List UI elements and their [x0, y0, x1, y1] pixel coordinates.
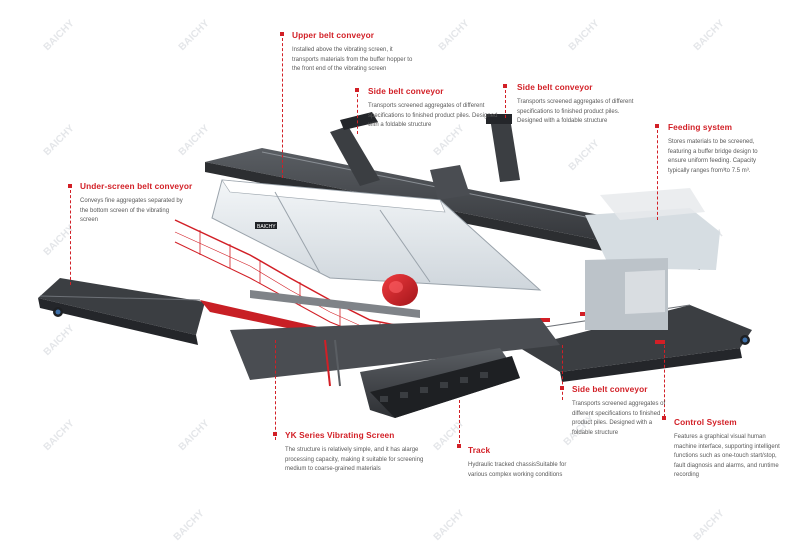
- callout-title: Feeding system: [668, 122, 733, 132]
- callout-title: Side belt conveyor: [517, 82, 593, 92]
- marker-side-belt-3: [560, 386, 564, 390]
- under-screen-conveyor: [38, 278, 205, 345]
- marker-under-screen: [68, 184, 72, 188]
- leader-control: [664, 345, 665, 417]
- leader-side-belt-1: [357, 94, 358, 134]
- callout-control-system: Control System Features a graphical visu…: [674, 417, 786, 481]
- leader-upper-belt: [282, 38, 283, 178]
- callout-description: Installed above the vibrating screen, it…: [292, 47, 413, 73]
- leader-feeding: [657, 130, 658, 220]
- callout-description: Conveys fine aggregates separated by the…: [80, 198, 183, 224]
- track-chassis: [230, 318, 560, 418]
- callout-description: Transports screened aggregates of differ…: [572, 401, 666, 436]
- callout-description: Hydraulic tracked chassisSuitable for va…: [468, 462, 567, 478]
- callout-title: Control System: [674, 417, 737, 427]
- callout-title: Side belt conveyor: [368, 86, 444, 96]
- leader-under-screen: [70, 190, 71, 285]
- marker-track: [457, 444, 461, 448]
- callout-title: YK Series Vibrating Screen: [285, 430, 395, 440]
- side-belt-conveyor-upper: [330, 112, 520, 200]
- feeding-hopper: [585, 188, 720, 330]
- callout-under-screen: Under-screen belt conveyor Conveys fine …: [80, 181, 193, 226]
- callout-side-belt-1: Side belt conveyor Transports screened a…: [368, 86, 506, 131]
- callout-feeding-system: Feeding system Stores materials to be sc…: [668, 122, 772, 176]
- callout-upper-belt: Upper belt conveyor Installed above the …: [292, 30, 414, 75]
- marker-vibrating-screen: [273, 432, 277, 436]
- marker-side-belt-2: [503, 84, 507, 88]
- callout-title: Under-screen belt conveyor: [80, 181, 193, 191]
- machine-brand-plate: BAICHY: [257, 224, 276, 230]
- leader-vibrating-screen: [275, 340, 276, 440]
- callout-side-belt-3: Side belt conveyor Transports screened a…: [572, 384, 668, 438]
- leader-side-belt-3: [562, 345, 563, 400]
- marker-side-belt-1: [355, 88, 359, 92]
- callout-description: Features a graphical visual human machin…: [674, 434, 780, 479]
- vibrating-screen-body: BAICHY: [211, 179, 542, 306]
- marker-control: [662, 416, 666, 420]
- callout-title: Side belt conveyor: [572, 384, 648, 394]
- marker-upper-belt: [280, 32, 284, 36]
- leader-track: [459, 400, 460, 448]
- callout-description: Transports screened aggregates of differ…: [368, 103, 498, 129]
- callout-description: Stores materials to be screened, featuri…: [668, 139, 758, 174]
- callout-description: The structure is relatively simple, and …: [285, 447, 424, 473]
- marker-feeding: [655, 124, 659, 128]
- callout-side-belt-2: Side belt conveyor Transports screened a…: [517, 82, 645, 127]
- leader-side-belt-2: [505, 90, 506, 118]
- callout-track: Track Hydraulic tracked chassisSuitable …: [468, 445, 576, 480]
- callout-title: Upper belt conveyor: [292, 30, 375, 40]
- callout-title: Track: [468, 445, 491, 455]
- callout-description: Transports screened aggregates of differ…: [517, 99, 634, 125]
- callout-vibrating-screen: YK Series Vibrating Screen The structure…: [285, 430, 445, 475]
